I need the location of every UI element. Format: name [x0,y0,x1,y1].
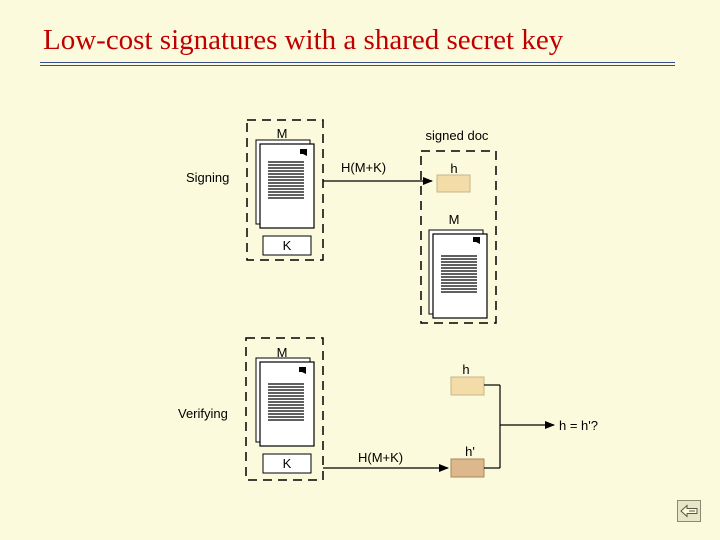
comparison-connector [484,384,555,469]
signed-doc-document-icon [428,229,488,319]
computed-hash-label: h' [465,444,475,459]
signed-doc-group [420,150,497,324]
signing-key-box [262,235,312,256]
back-button[interactable] [677,500,701,522]
received-hash-label: h [462,362,469,377]
back-arrow-icon [680,504,698,518]
title-rule-bottom [40,65,675,66]
signing-hash-label: H(M+K) [341,160,386,175]
signing-input-group [246,119,324,261]
title-rule-top [40,62,675,63]
received-hash-box [450,376,485,396]
signing-document-icon [255,139,315,229]
verifying-label: Verifying [178,406,228,421]
verifying-key-label: K [283,456,292,471]
signed-doc-hash-box [436,174,471,193]
verifying-key-box [262,453,312,474]
verifying-input-group [245,337,324,481]
signed-doc-title: signed doc [426,128,489,143]
signed-doc-hash-label: h [450,161,457,176]
comparison-label: h = h'? [559,418,598,433]
verifying-message-label: M [277,345,288,360]
signed-doc-message-label: M [449,212,460,227]
computed-hash-box [450,458,485,478]
verifying-document-icon [255,357,315,447]
signing-label: Signing [186,170,229,185]
verifying-hash-label: H(M+K) [358,450,403,465]
signing-key-label: K [283,238,292,253]
slide-title: Low-cost signatures with a shared secret… [43,24,564,56]
signing-message-label: M [277,126,288,141]
